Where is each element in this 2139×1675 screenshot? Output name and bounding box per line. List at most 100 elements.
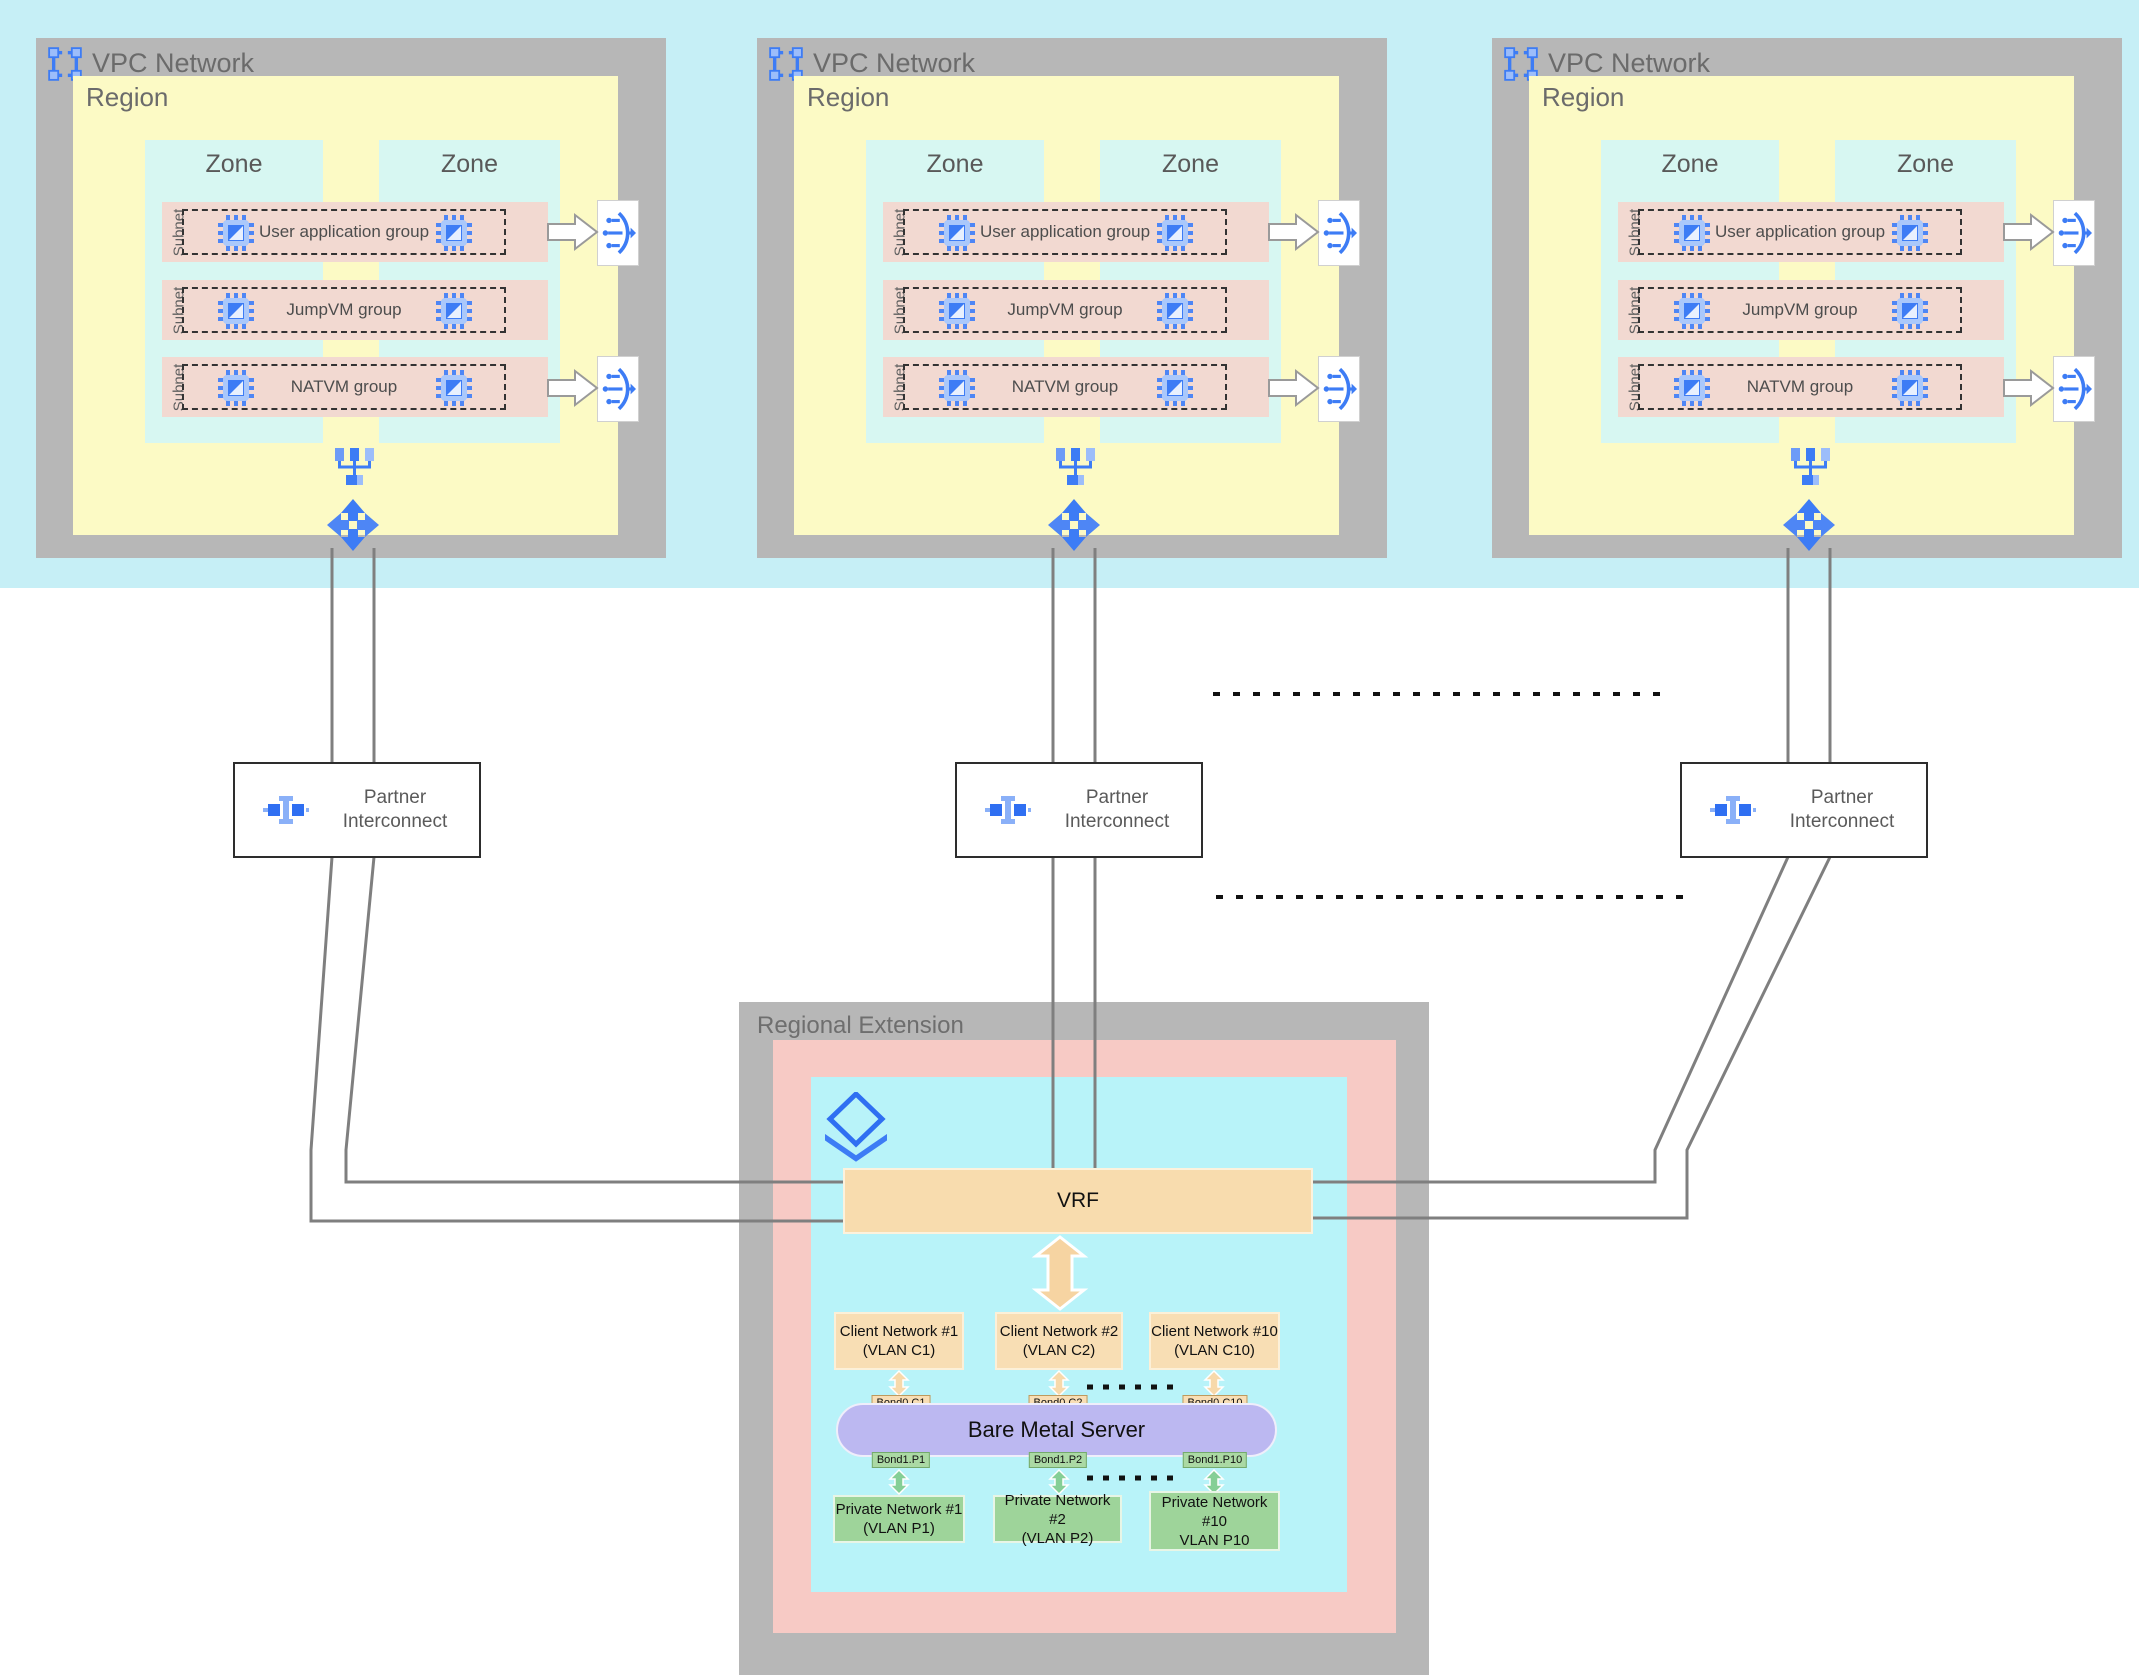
- instance-group-box: User application group: [182, 209, 506, 255]
- vm-instance-icon: [1892, 370, 1928, 406]
- partner-interconnect-label: Partner Interconnect: [1789, 787, 1895, 832]
- subnet-row: Subnet User application group: [162, 202, 548, 262]
- region-label: Region: [1542, 82, 1625, 112]
- group-label: NATVM group: [1746, 377, 1854, 396]
- vm-instance-icon: [218, 293, 254, 329]
- zone-label: Zone: [1897, 150, 1954, 178]
- group-label: JumpVM group: [1742, 300, 1858, 319]
- zone-label: Zone: [926, 150, 984, 178]
- subnet-row: Subnet JumpVM group: [883, 280, 1269, 340]
- private-network-10: Private Network #10 VLAN P10: [1149, 1491, 1280, 1551]
- vrf-double-arrow: [1031, 1235, 1089, 1311]
- load-balancer-icon: [600, 204, 636, 262]
- subnet-row: Subnet JumpVM group: [162, 280, 548, 340]
- subnet-row: Subnet NATVM group: [1618, 357, 2004, 417]
- regional-extension-label: Regional Extension: [757, 1012, 964, 1039]
- group-label: User application group: [258, 222, 430, 241]
- to-load-balancer-arrow: [547, 212, 2055, 408]
- subnet-row: Subnet User application group: [1618, 202, 2004, 262]
- partner-interconnect-icon: [985, 792, 1031, 828]
- subnet-row: Subnet NATVM group: [883, 357, 1269, 417]
- vm-instance-icon: [218, 215, 254, 251]
- network-switch-icon: [1054, 448, 1098, 488]
- subnet-row: Subnet JumpVM group: [1618, 280, 2004, 340]
- vpc-network-box-1: VPC Network Region Zone Zone Subnet User…: [36, 38, 666, 558]
- zone-label: Zone: [1162, 150, 1219, 178]
- zone-label: Zone: [441, 150, 498, 178]
- private-network-2: Private Network #2 (VLAN P2): [993, 1492, 1122, 1547]
- group-label: JumpVM group: [286, 300, 402, 319]
- vm-instance-icon: [1892, 293, 1928, 329]
- vm-instance-icon: [1892, 215, 1928, 251]
- client-network-1: Client Network #1 (VLAN C1): [834, 1312, 964, 1370]
- partner-interconnect-label: Partner Interconnect: [342, 787, 448, 832]
- partner-interconnect-label: Partner Interconnect: [1064, 787, 1170, 832]
- load-balancer-icon: [1321, 204, 1357, 262]
- vm-instance-icon: [939, 370, 975, 406]
- router-icon: [1046, 497, 1102, 553]
- vm-instance-icon: [436, 293, 472, 329]
- vpc-network-box-2: VPC Network Region Zone Zone Subnet User…: [757, 38, 1387, 558]
- network-switch-icon: [1789, 448, 1833, 488]
- partner-interconnect-icon: [263, 792, 309, 828]
- zone-label: Zone: [1661, 150, 1719, 178]
- private-network-1: Private Network #1 (VLAN P1): [833, 1495, 965, 1543]
- load-balancer-box: [2053, 200, 2095, 266]
- connector-lines: [309, 548, 1832, 1223]
- vm-instance-icon: [1674, 215, 1710, 251]
- vm-instance-icon: [939, 293, 975, 329]
- partner-interconnect-icon: [1710, 792, 1756, 828]
- vpc-title: VPC Network: [1548, 48, 1711, 78]
- load-balancer-icon: [2056, 360, 2092, 418]
- instance-group-box: JumpVM group: [182, 287, 506, 333]
- region-label: Region: [86, 82, 169, 112]
- load-balancer-icon: [600, 360, 636, 418]
- vm-instance-icon: [1157, 215, 1193, 251]
- bare-metal-label: Bare Metal Server: [967, 1417, 1146, 1442]
- subnet-row: Subnet User application group: [883, 202, 1269, 262]
- router-icon: [1781, 497, 1837, 553]
- instance-group-box: JumpVM group: [1638, 287, 1962, 333]
- vpc-network-box-3: VPC Network Region Zone Zone Subnet User…: [1492, 38, 2122, 558]
- load-balancer-box: [1318, 200, 1360, 266]
- client-bond-arrow: [888, 1369, 1225, 1398]
- router-icon: [325, 497, 381, 553]
- group-label: NATVM group: [290, 377, 398, 396]
- private-bond-arrow: [888, 1468, 1225, 1496]
- vm-instance-icon: [1674, 293, 1710, 329]
- vpc-title: VPC Network: [92, 48, 255, 78]
- instance-group-box: User application group: [1638, 209, 1962, 255]
- ellipsis-dotted-line: [1213, 692, 1684, 899]
- instance-group-box: User application group: [903, 209, 1227, 255]
- vm-instance-icon: [939, 215, 975, 251]
- region-label: Region: [807, 82, 890, 112]
- vm-instance-icon: [1157, 370, 1193, 406]
- vrf-label: VRF: [1057, 1189, 1099, 1212]
- network-switch-icon: [333, 448, 377, 488]
- client-network-2: Client Network #2 (VLAN C2): [995, 1312, 1123, 1370]
- partner-interconnect-box-1: Partner Interconnect: [233, 762, 481, 858]
- instance-group-box: NATVM group: [903, 364, 1227, 410]
- client-network-10: Client Network #10 (VLAN C10): [1149, 1312, 1280, 1370]
- vm-instance-icon: [436, 215, 472, 251]
- layers-icon: [818, 1092, 894, 1164]
- group-label: User application group: [979, 222, 1151, 241]
- instance-group-box: JumpVM group: [903, 287, 1227, 333]
- vrf-box: VRF: [843, 1168, 1313, 1234]
- vpc-network-icon: [769, 47, 803, 81]
- instance-group-box: NATVM group: [182, 364, 506, 410]
- zone-label: Zone: [205, 150, 263, 178]
- vm-instance-icon: [436, 370, 472, 406]
- group-label: NATVM group: [1011, 377, 1119, 396]
- partner-interconnect-box-2: Partner Interconnect: [955, 762, 1203, 858]
- load-balancer-box: [1318, 356, 1360, 422]
- vm-instance-icon: [1674, 370, 1710, 406]
- load-balancer-box: [597, 200, 639, 266]
- subnet-row: Subnet NATVM group: [162, 357, 548, 417]
- vpc-network-icon: [1504, 47, 1538, 81]
- partner-interconnect-box-3: Partner Interconnect: [1680, 762, 1928, 858]
- load-balancer-icon: [1321, 360, 1357, 418]
- bond-label: Bond1.P2: [1028, 1452, 1088, 1468]
- bond-label: Bond1.P1: [871, 1452, 931, 1468]
